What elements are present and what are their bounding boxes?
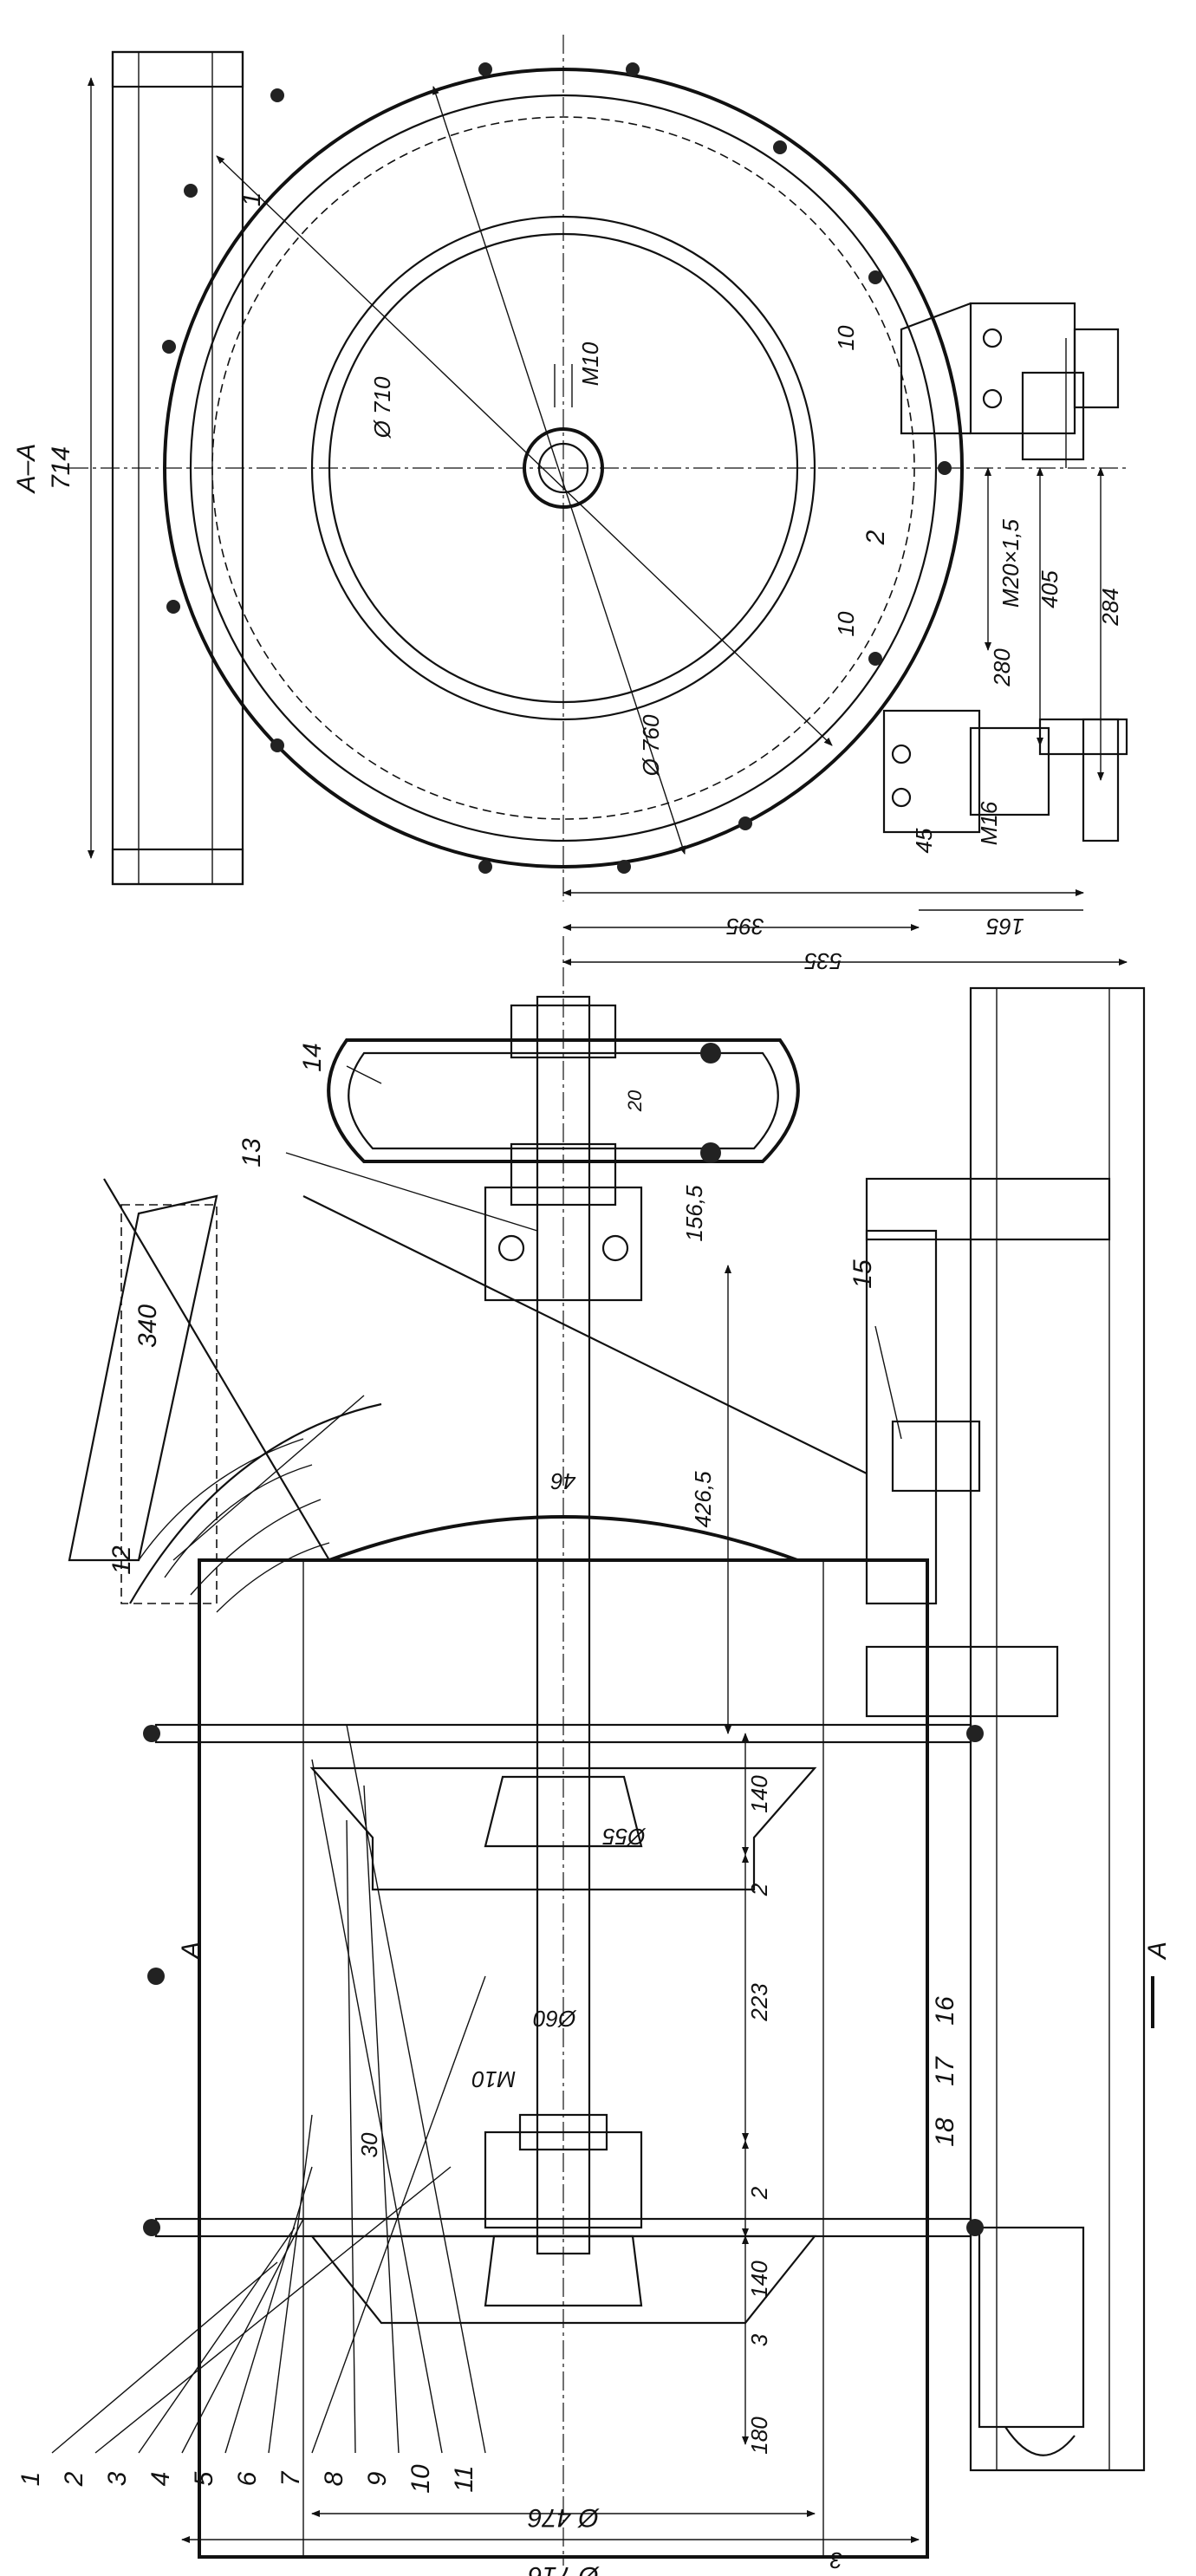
label-dia-710: Ø 710: [369, 376, 395, 439]
part-10: 10: [406, 2464, 435, 2494]
support-15: [865, 1229, 938, 1605]
label-dia-760: Ø 760: [638, 714, 664, 777]
part-2: 2: [60, 2471, 88, 2487]
part-5: 5: [190, 2471, 218, 2486]
bearing-housing: [484, 2130, 643, 2229]
part-6: 6: [233, 2471, 262, 2486]
part-18: 18: [931, 2117, 959, 2147]
label-30: 30: [356, 2132, 382, 2157]
intake-cone: [328, 1515, 798, 1562]
label-340: 340: [133, 1304, 162, 1348]
label-223: 223: [746, 1983, 772, 2022]
label-140-a: 140: [746, 1775, 772, 1813]
label-3-b: 3: [829, 2547, 842, 2573]
label-284: 284: [1097, 588, 1123, 626]
circle-label-2: 2: [861, 530, 890, 545]
part-16: 16: [931, 1996, 959, 2026]
label-156-5: 156,5: [681, 1185, 707, 1242]
label-10-a: 10: [833, 325, 859, 350]
section-mark-a-right: A: [1143, 1942, 1172, 1961]
part-11: 11: [450, 2465, 478, 2492]
label-dia-60: Ø60: [533, 2006, 577, 2032]
circle-label-1: 1: [237, 192, 266, 207]
label-m10-mid: M10: [471, 2066, 516, 2092]
label-45: 45: [911, 828, 937, 853]
part-number-labels: 1 2 3 4 5 6 7 8 9 10 11 12 13 14 15 16 1…: [16, 192, 959, 2494]
part-17: 17: [931, 2056, 959, 2086]
mounting-bracket-upper: [900, 302, 1120, 461]
label-280: 280: [989, 648, 1015, 687]
shaft: [536, 995, 591, 2255]
dimension-labels: A–A 714 Ø 710 Ø 760 M10 10 10 M20×1,5 40…: [12, 325, 1172, 2576]
part-3: 3: [103, 2471, 132, 2486]
part-12: 12: [107, 1545, 136, 1575]
part-15: 15: [848, 1259, 877, 1289]
label-180: 180: [746, 2417, 772, 2455]
label-405: 405: [1037, 570, 1063, 608]
bearing-13: [484, 1186, 643, 1302]
section-title: A–A: [12, 444, 41, 495]
mounting-bracket-lower: [882, 709, 1128, 842]
label-m20: M20×1,5: [998, 519, 1024, 608]
inlet-duct: [68, 1194, 218, 1562]
label-2-b: 2: [746, 2186, 772, 2200]
label-395: 395: [726, 914, 764, 940]
part-14: 14: [298, 1043, 327, 1071]
flexible-coupling: [327, 1004, 800, 1207]
part-7: 7: [276, 2470, 305, 2486]
impeller-upper: [309, 1766, 817, 1891]
part-13: 13: [237, 1138, 266, 1168]
label-426-5: 426,5: [690, 1471, 716, 1528]
label-2-a: 2: [746, 1883, 772, 1896]
part-1: 1: [16, 2472, 45, 2487]
label-165: 165: [986, 914, 1024, 940]
part-4: 4: [146, 2472, 175, 2487]
part-9: 9: [363, 2471, 392, 2486]
label-m10-top: M10: [577, 342, 603, 386]
label-535: 535: [804, 948, 842, 974]
label-dia-476: Ø 476: [528, 2503, 600, 2532]
longitudinal-view: [51, 936, 1154, 2566]
label-46: 46: [550, 1468, 575, 1494]
section-mark-a-left: A: [177, 1942, 205, 1961]
label-m16: M16: [976, 801, 1002, 845]
label-20: 20: [624, 1090, 646, 1112]
label-140-b: 140: [746, 2261, 772, 2299]
section-aa-view: [69, 35, 1128, 966]
diameter-line-760: [432, 86, 686, 855]
diameter-line-710: [216, 155, 833, 746]
part-8: 8: [320, 2471, 348, 2486]
label-dia-716: Ø 716: [528, 2561, 600, 2576]
label-10-b: 10: [833, 611, 859, 636]
label-dia-55: Ø55: [602, 1824, 647, 1850]
label-3-a: 3: [746, 2333, 772, 2346]
section-scale: 714: [47, 446, 75, 490]
